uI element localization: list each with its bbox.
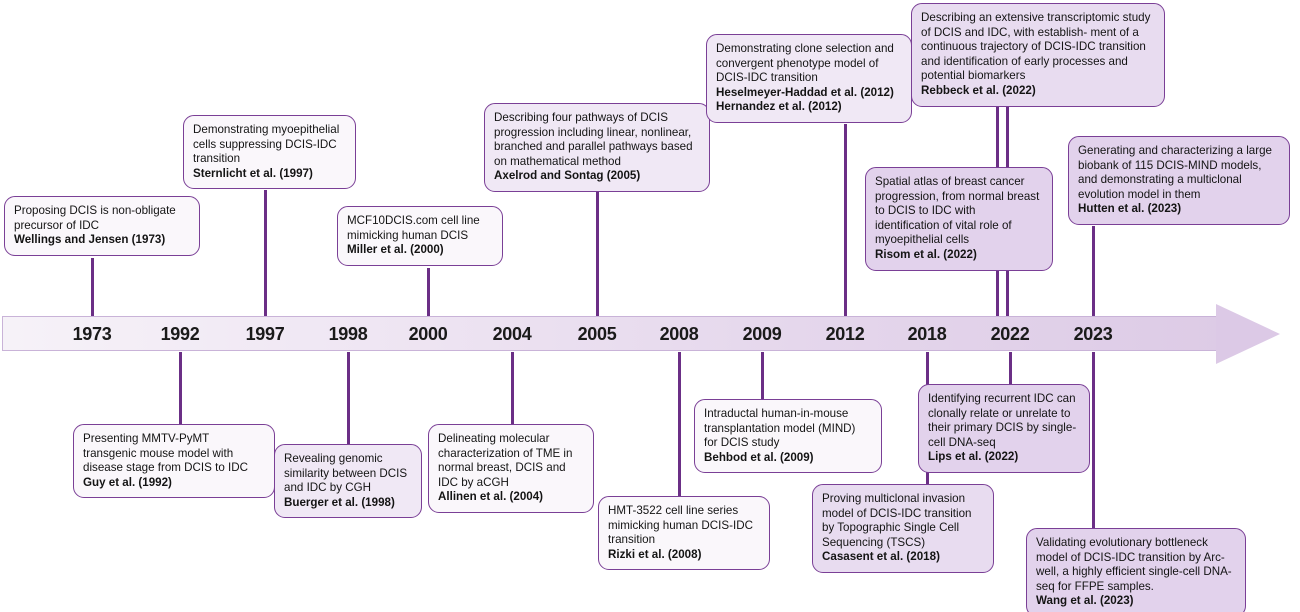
event-description: Delineating molecular characterization o… [438,432,573,489]
event-description: Generating and characterizing a large bi… [1078,144,1272,201]
event-box-behbod-2009: Intraductal human-in-mouse transplantati… [694,399,882,474]
event-description: Describing an extensive transcriptomic s… [921,11,1151,83]
axis-year-1992: 1992 [160,324,200,344]
event-citation: Hutten et al. (2023) [1078,202,1182,216]
axis-year-2008: 2008 [659,324,699,344]
event-description: Demonstrating myoepithelial cells suppre… [193,123,340,166]
event-box-casasent-2018: Proving multiclonal invasion model of DC… [812,484,994,573]
event-box-heselmeyer-2012: Demonstrating clone selection and conver… [706,34,912,123]
event-box-guy-1992: Presenting MMTV-PyMT transgenic mouse mo… [73,424,275,499]
event-box-buerger-1998: Revealing genomic similarity between DCI… [274,444,422,519]
event-citation: Sternlicht et al. (1997) [193,166,313,180]
connector-behbod-2009 [761,352,764,401]
event-citation: Wang et al. (2023) [1036,594,1134,608]
event-citation: Wellings and Jensen (1973) [14,233,166,247]
axis-bar [2,316,1224,351]
event-box-sternlicht-1997: Demonstrating myoepithelial cells suppre… [183,115,356,190]
event-description: HMT-3522 cell line series mimicking huma… [608,504,753,547]
event-citation: Rizki et al. (2008) [608,547,702,561]
event-citation: Buerger et al. (1998) [284,495,395,509]
event-box-allinen-2004: Delineating molecular characterization o… [428,424,594,513]
axis-year-2000: 2000 [408,324,448,344]
event-citation: Casasent et al. (2018) [822,550,940,564]
event-box-hutten-2023: Generating and characterizing a large bi… [1068,136,1290,225]
event-description: Spatial atlas of breast cancer progressi… [875,175,1040,247]
connector-wellings-1973 [91,258,94,316]
event-description: Demonstrating clone selection and conver… [716,42,894,85]
event-box-miller-2000: MCF10DCIS.com cell line mimicking human … [337,206,503,266]
connector-lips-2022 [1009,352,1012,386]
event-citation: Guy et al. (1992) [83,475,172,489]
axis-year-1997: 1997 [245,324,285,344]
event-description: Describing four pathways of DCIS progres… [494,111,693,168]
connector-heselmeyer-2012 [844,124,847,316]
timeline-axis: 1973 1992 1997 1998 2000 2004 2005 2008 2009 2012… [0,303,1300,365]
connector-miller-2000 [427,268,430,316]
axis-year-2009: 2009 [742,324,782,344]
event-description: Validating evolutionary bottleneck model… [1036,536,1232,593]
connector-rizki-2008 [678,352,681,498]
axis-year-1998: 1998 [328,324,368,344]
axis-year-2012: 2012 [825,324,865,344]
event-citation: Risom et al. (2022) [875,247,977,261]
event-description: Identifying recurrent IDC can clonally r… [928,392,1077,449]
connector-hutten-2023 [1092,226,1095,316]
axis-year-2005: 2005 [577,324,617,344]
axis-year-2018: 2018 [907,324,947,344]
axis-year-2004: 2004 [492,324,532,344]
event-citation: Heselmeyer-Haddad et al. (2012) [716,85,894,99]
axis-year-2022: 2022 [990,324,1030,344]
axis-arrow-head-icon [1216,304,1280,364]
event-box-risom-2022: Spatial atlas of breast cancer progressi… [865,167,1053,271]
connector-buerger-1998 [347,352,350,446]
connector-wang-2023 [1092,352,1095,530]
event-description: Proving multiclonal invasion model of DC… [822,492,972,549]
connector-axelrod-2005 [596,192,599,316]
event-description: Proposing DCIS is non-obligate precursor… [14,204,176,232]
event-citation: Axelrod and Sontag (2005) [494,169,641,183]
event-box-axelrod-2005: Describing four pathways of DCIS progres… [484,103,710,192]
event-box-wang-2023: Validating evolutionary bottleneck model… [1026,528,1246,612]
connector-sternlicht-1997 [264,190,267,316]
event-citation: Behbod et al. (2009) [704,450,814,464]
event-box-rizki-2008: HMT-3522 cell line series mimicking huma… [598,496,770,571]
connector-allinen-2004 [511,352,514,426]
event-description: Presenting MMTV-PyMT transgenic mouse mo… [83,432,248,475]
event-citation: Rebbeck et al. (2022) [921,83,1036,97]
event-box-lips-2022: Identifying recurrent IDC can clonally r… [918,384,1090,473]
connector-guy-1992 [179,352,182,426]
axis-year-2023: 2023 [1073,324,1113,344]
event-citation: Allinen et al. (2004) [438,490,544,504]
axis-year-1973: 1973 [72,324,112,344]
event-box-wellings-1973: Proposing DCIS is non-obligate precursor… [4,196,200,256]
event-box-rebbeck-2022: Describing an extensive transcriptomic s… [911,3,1165,107]
event-citation: Lips et al. (2022) [928,450,1019,464]
event-citation: Miller et al. (2000) [347,243,444,257]
event-description: MCF10DCIS.com cell line mimicking human … [347,214,480,242]
event-citation-secondary: Hernandez et al. (2012) [716,100,842,114]
event-description: Intraductal human-in-mouse transplantati… [704,407,856,450]
event-description: Revealing genomic similarity between DCI… [284,452,408,495]
